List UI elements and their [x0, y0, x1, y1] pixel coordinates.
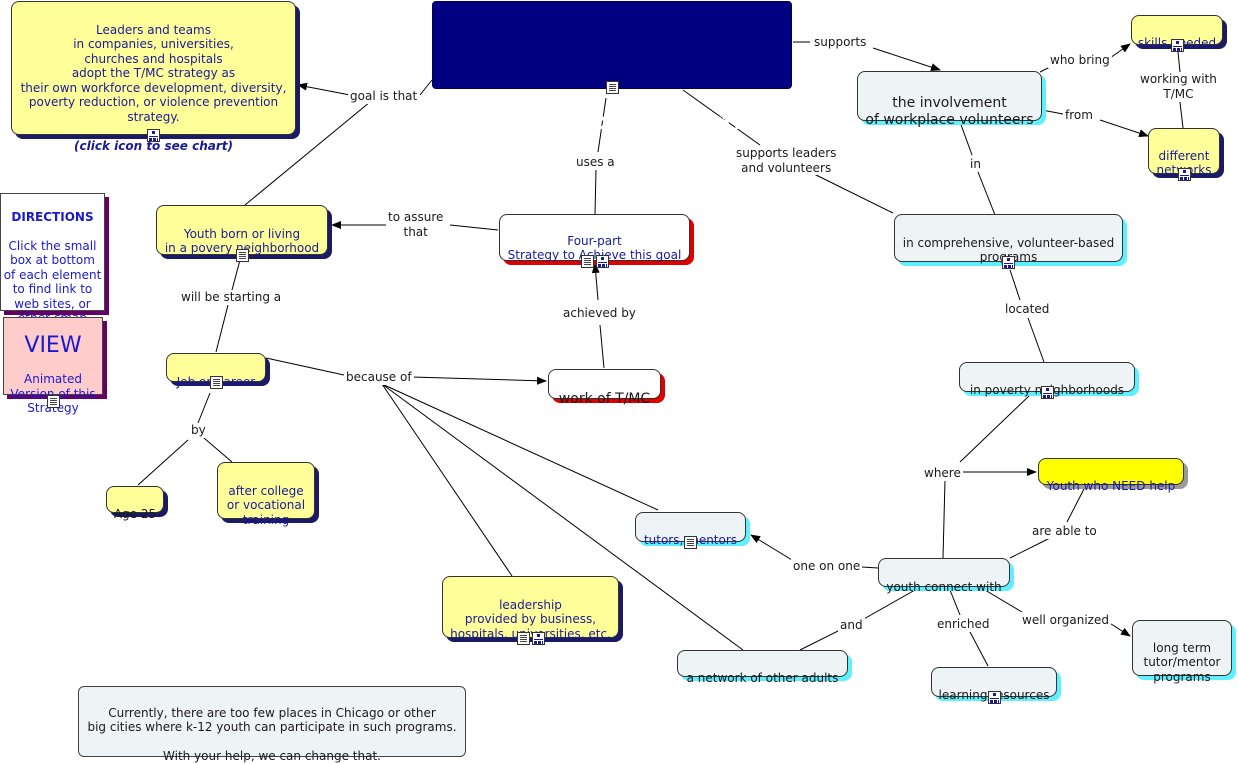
link-well-organized: well organized	[1020, 613, 1111, 628]
link-where: where	[922, 466, 963, 481]
document-icon[interactable]	[580, 255, 594, 268]
document-icon[interactable]	[516, 632, 530, 645]
leadership-node: leadership provided by business, hospita…	[442, 576, 619, 645]
involvement-node: the involvement of workplace volunteers	[857, 71, 1042, 128]
skills-needed-node: skills needed	[1131, 15, 1223, 52]
age-25-text: Age 25	[113, 506, 157, 521]
learning-resources-node: learning resources	[931, 667, 1057, 704]
youth-connect-text: youth connect with	[886, 579, 1002, 594]
different-networks-node: different networks	[1148, 128, 1220, 181]
link-located: located	[1003, 302, 1052, 317]
concept-map-icon[interactable]	[595, 255, 609, 268]
view-animated-box[interactable]: VIEW Animated Version of this Strategy	[3, 317, 103, 415]
link-from: from	[1063, 108, 1095, 123]
leaders-goal-text: Leaders and teams in companies, universi…	[20, 22, 287, 124]
document-icon[interactable]	[684, 536, 697, 549]
concept-map-icon[interactable]	[531, 632, 545, 645]
long-term-programs-node: long term tutor/mentor programs	[1132, 620, 1232, 684]
youth-need-help-node: Youth who NEED help	[1038, 458, 1184, 493]
poverty-text: in poverty neighborhoods	[969, 382, 1125, 397]
job-career-text: Job or Career	[176, 374, 256, 389]
concept-map-icon[interactable]	[147, 129, 160, 142]
document-icon[interactable]	[605, 81, 619, 94]
tutors-mentors-node: tutors, mentors	[635, 512, 746, 549]
link-working-with: working with T/MC	[1138, 72, 1219, 101]
concept-map-icon[interactable]	[987, 691, 1001, 704]
chart-link-text[interactable]: (click icon to see chart)	[74, 138, 233, 153]
document-icon[interactable]	[46, 395, 60, 408]
link-achieved-by: achieved by	[561, 306, 638, 321]
youth-born-text: Youth born or living in a povery neighbo…	[164, 226, 320, 256]
link-supports-leaders: supports leaders and volunteers	[734, 146, 839, 175]
leaders-goal-node: Leaders and teams in companies, universi…	[11, 1, 296, 153]
work-tmc-text: work of T/MC	[558, 390, 651, 407]
youth-need-text: Youth who NEED help	[1046, 478, 1176, 493]
network-adults-node: a network of other adults	[677, 650, 848, 685]
link-who-bring: who bring	[1048, 53, 1112, 68]
link-because-of: because of	[344, 370, 414, 385]
link-supports: supports	[812, 35, 869, 50]
involvement-text: the involvement of workplace volunteers	[865, 95, 1034, 128]
youth-born-node: Youth born or living in a povery neighbo…	[156, 205, 328, 262]
link-by: by	[189, 423, 208, 438]
link-will-be-starting: will be starting a	[179, 290, 284, 305]
after-college-text: after college or vocational training	[226, 483, 306, 527]
link-and: and	[838, 618, 865, 633]
work-tmc-node: work of T/MC	[548, 369, 661, 406]
link-to-assure: to assure that	[386, 210, 446, 239]
tutors-text: tutors, mentors	[643, 532, 738, 547]
footer-note: Currently, there are too few places in C…	[78, 686, 466, 763]
link-one-on-one: one on one	[791, 559, 863, 574]
view-title: VIEW	[24, 332, 82, 358]
long-term-text: long term tutor/mentor programs	[1143, 640, 1221, 684]
concept-map-icon[interactable]	[1170, 39, 1184, 52]
link-uses-a: uses a	[574, 155, 617, 170]
view-text: Animated Version of this Strategy	[10, 372, 96, 415]
link-are-able-to: are able to	[1030, 524, 1099, 539]
learning-text: learning resources	[938, 687, 1050, 702]
concept-map-icon[interactable]	[1002, 256, 1015, 269]
title-node: Tutor/Mentor Connection	[432, 1, 792, 135]
age-25-node: Age 25	[106, 486, 164, 521]
concept-map-icon[interactable]	[1040, 386, 1054, 399]
poverty-neighborhoods-node: in poverty neighborhoods	[959, 362, 1135, 399]
title-text: Tutor/Mentor Connection	[450, 109, 774, 135]
directions-title: DIRECTIONS	[11, 209, 94, 224]
link-in: in	[968, 157, 983, 172]
link-goal-is-that: goal is that	[348, 89, 420, 104]
concept-map-icon[interactable]	[1177, 168, 1191, 181]
document-icon[interactable]	[235, 249, 249, 262]
four-part-strategy-node: Four-part Strategy to Achieve this goal	[499, 214, 690, 268]
comprehensive-text: in comprehensive, volunteer-based progra…	[902, 235, 1115, 265]
comprehensive-programs-node: in comprehensive, volunteer-based progra…	[894, 214, 1123, 269]
footer-note-text: Currently, there are too few places in C…	[87, 705, 457, 764]
network-adults-text: a network of other adults	[686, 670, 839, 685]
directions-box: DIRECTIONS Click the small box at bottom…	[0, 193, 105, 340]
leadership-text: leadership provided by business, hospita…	[450, 597, 611, 641]
youth-connect-node: youth connect with	[878, 558, 1010, 594]
link-enriched: enriched	[935, 617, 992, 632]
job-career-node: Job or Career	[166, 353, 266, 389]
document-icon[interactable]	[209, 376, 223, 389]
after-college-node: after college or vocational training	[217, 462, 315, 527]
